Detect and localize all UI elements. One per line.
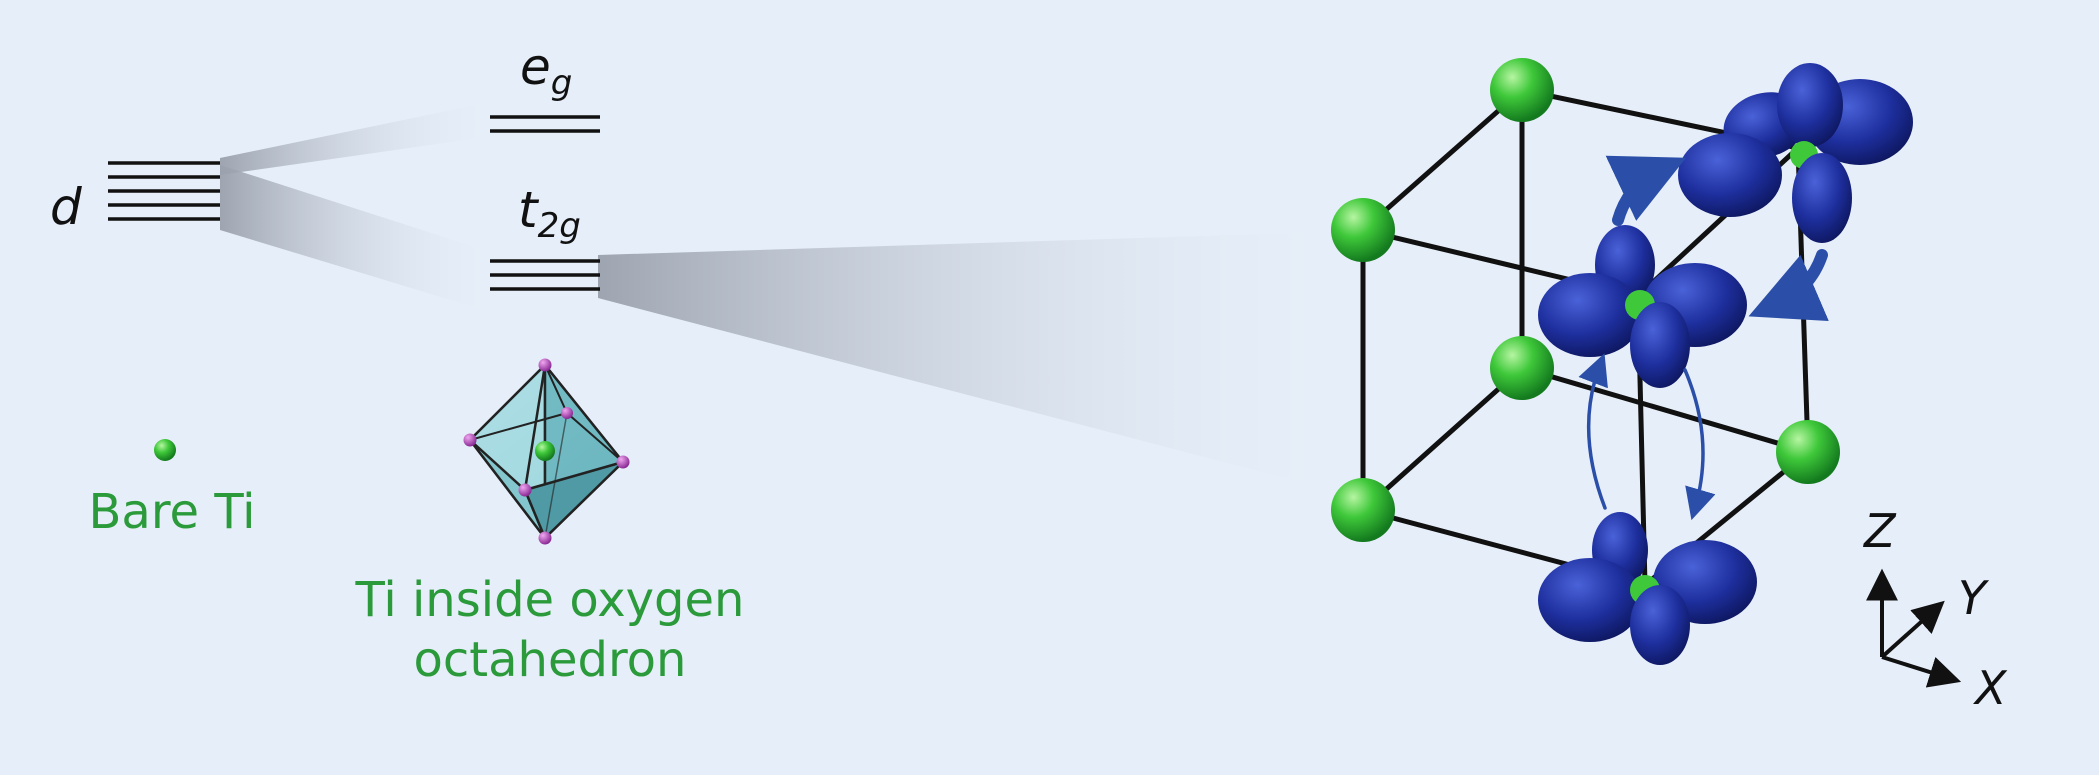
oxygen-atom: [561, 407, 573, 419]
t2g-label: t2g: [518, 181, 581, 246]
oxygen-atom: [518, 483, 532, 497]
splitting-fan-t2g: [220, 165, 500, 315]
eg-subscript: g: [550, 63, 573, 103]
oxygen-octahedron: [463, 358, 630, 545]
y-axis-label: Y: [1958, 571, 1987, 625]
eg-label: eg: [520, 38, 573, 103]
t2g-levels: [490, 259, 600, 291]
projection-beam: [598, 232, 1330, 490]
ti-atom: [1490, 336, 1554, 400]
oxygen-atom: [538, 531, 552, 545]
ti-atom: [1776, 420, 1840, 484]
bare-ti-caption: Bare Ti: [88, 484, 256, 540]
ti-atom: [1331, 198, 1395, 262]
octahedron-caption-line2: octahedron: [413, 632, 687, 688]
y-axis: [1880, 600, 1945, 659]
ti-atom: [1490, 58, 1554, 122]
oxygen-atom: [616, 455, 630, 469]
t2g-orbital-top: [1678, 63, 1913, 243]
lattice-ti-atoms: [1331, 58, 1840, 542]
splitting-fan-eg: [220, 100, 500, 175]
x-axis-label: X: [1975, 661, 2007, 715]
hopping-arrows: [1578, 155, 1829, 521]
x-axis: [1881, 655, 1962, 688]
t2g-subscript: 2g: [537, 206, 581, 246]
d-levels: [108, 161, 220, 221]
t2g-orbital-bottom: [1538, 512, 1757, 665]
t2g-orbital-center: [1538, 225, 1747, 388]
octahedron-caption-line1: Ti inside oxygen: [355, 572, 745, 628]
d-label: d: [50, 178, 82, 236]
octahedron-caption: Ti inside oxygen octahedron: [330, 570, 770, 690]
ti-atom: [1331, 478, 1395, 542]
bare-ti-atom: [154, 439, 176, 461]
oxygen-atom: [463, 433, 477, 447]
coordinate-axes: [1866, 568, 1962, 688]
z-axis-label: Z: [1864, 504, 1896, 558]
eg-levels: [490, 115, 600, 133]
octahedron-ti-atom: [535, 441, 555, 461]
oxygen-atom: [538, 358, 552, 372]
